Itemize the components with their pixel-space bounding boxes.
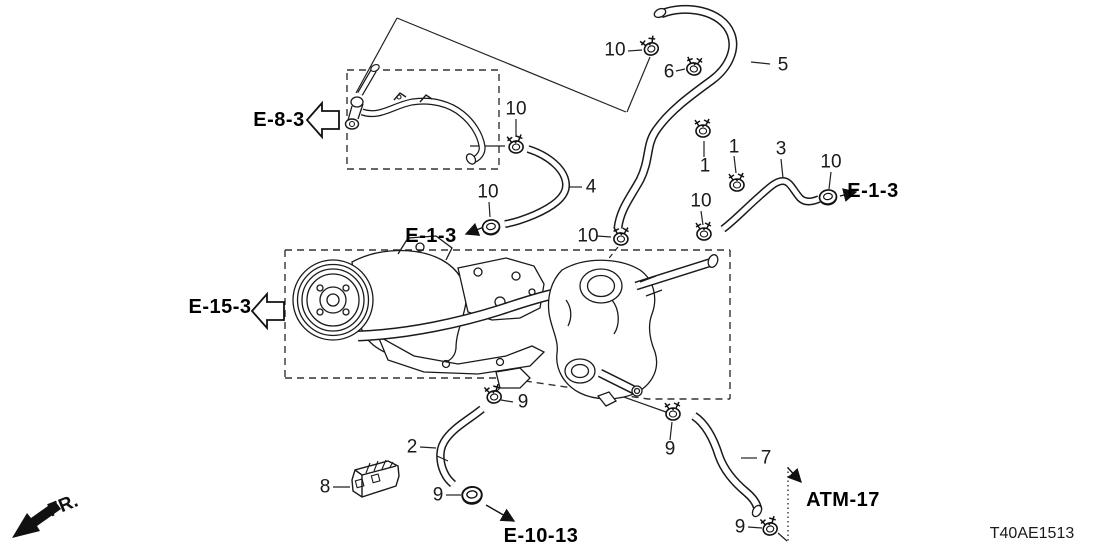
- engine-assembly-drawing: [292, 235, 719, 407]
- hose-4-drawing: [504, 145, 570, 228]
- dashed-boxes: [284, 69, 731, 400]
- reference-arrows: [464, 188, 858, 542]
- callout-3: 3: [775, 138, 787, 160]
- callout-4: 4: [585, 176, 597, 198]
- callout-9-hose7-bottom: 9: [734, 516, 746, 538]
- hose-stay-drawing: [351, 459, 400, 498]
- callout-10-pipe4: 10: [505, 98, 527, 120]
- ref-e-8-3: E-8-3: [253, 109, 305, 131]
- e-8-3-dashed-box: [346, 69, 500, 170]
- e-15-3-dashed-box: [284, 249, 731, 400]
- e-1-3-left-arrow: [464, 222, 485, 236]
- hose-7-drawing: [691, 412, 763, 518]
- ref-e-10-13: E-10-13: [503, 525, 579, 547]
- pulley-icon: [292, 259, 374, 341]
- diagram-code: T40AE1513: [989, 525, 1075, 542]
- callout-1-a: 1: [699, 155, 711, 177]
- hose-2-drawing: [436, 405, 485, 488]
- callout-8: 8: [319, 476, 331, 498]
- e-10-13-arrow: [485, 504, 516, 522]
- front-direction-arrow-icon: [12, 501, 61, 538]
- callout-10-thermostat: 10: [690, 190, 712, 212]
- callout-9-hose2-top: 9: [517, 391, 529, 413]
- callout-10-hose5: 10: [577, 225, 599, 247]
- callout-6: 6: [663, 61, 675, 83]
- callout-10-hose3: 10: [820, 151, 842, 173]
- hose-5-drawing: [613, 4, 738, 229]
- water-passage-housing: [547, 254, 719, 407]
- callout-9-hose2-bottom: 9: [432, 484, 444, 506]
- ref-e-1-3-right: E-1-3: [847, 180, 899, 202]
- e-15-3-block-arrow-icon: [250, 291, 285, 331]
- ref-e-15-3: E-15-3: [188, 296, 252, 318]
- callout-10-hose4: 10: [477, 181, 499, 203]
- callout-7: 7: [760, 447, 772, 469]
- callout-5: 5: [777, 54, 789, 76]
- e-8-3-block-arrow-icon: [305, 100, 340, 140]
- callout-10-top: 10: [604, 39, 626, 61]
- ref-atm-17: ATM-17: [806, 489, 880, 511]
- water-pipe-assembly: [344, 63, 486, 165]
- leader-lines: [333, 17, 832, 542]
- callout-2: 2: [406, 436, 418, 458]
- atm-17-arrow: [787, 467, 802, 484]
- hoses: [436, 4, 821, 518]
- callout-1-b: 1: [728, 136, 740, 158]
- ref-e-1-3-left: E-1-3: [405, 225, 457, 247]
- callout-9-hose7-top: 9: [664, 438, 676, 460]
- hose-3-drawing: [720, 176, 821, 233]
- e-1-3-right-arrow: [839, 188, 858, 202]
